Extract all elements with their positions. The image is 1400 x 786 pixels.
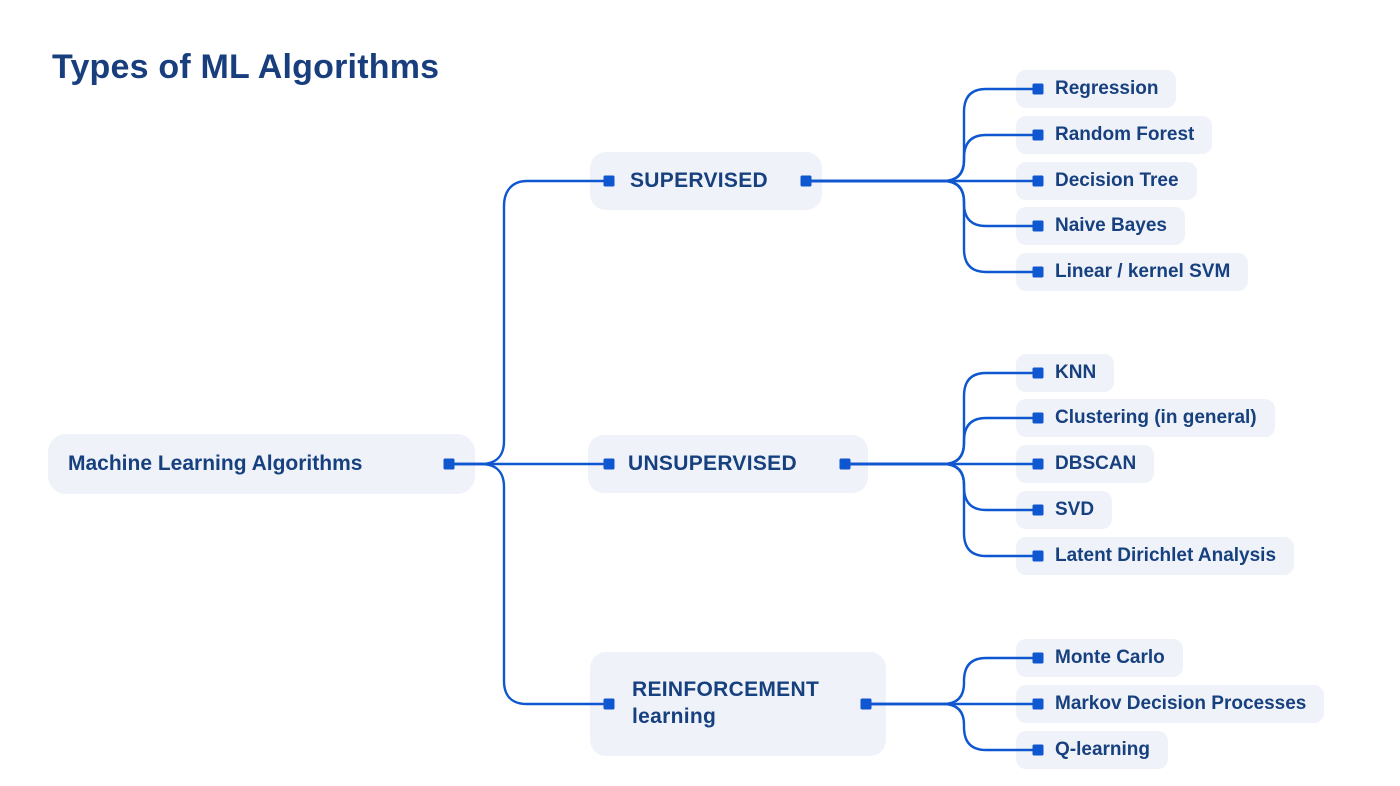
node-random-forest: Random Forest: [1016, 116, 1213, 154]
edge-supervised-linear-kernel-svm: [804, 179, 1040, 274]
node-naive-bayes: Naive Bayes: [1016, 207, 1185, 245]
node-latent-dirichlet-analysis: Latent Dirichlet Analysis: [1016, 537, 1295, 575]
node-supervised: SUPERVISED: [590, 152, 822, 210]
node-svd: SVD: [1016, 491, 1113, 529]
edges-reinforcement: [864, 656, 1040, 752]
node-linear-kernel-svm: Linear / kernel SVM: [1016, 253, 1249, 291]
node-unsupervised-label: UNSUPERVISED: [628, 452, 797, 475]
node-regression: Regression: [1016, 70, 1177, 108]
edges-root: [447, 179, 611, 706]
node-reinforcement-label-line2: learning: [632, 705, 717, 728]
edge-root-supervised: [447, 179, 611, 466]
node-knn: KNN: [1016, 354, 1115, 392]
edge-unsupervised-latent-dirichlet: [843, 462, 1040, 558]
edge-supervised-regression: [804, 87, 1040, 183]
edge-supervised-random-forest: [804, 133, 1040, 183]
node-q-learning: Q-learning: [1016, 731, 1169, 769]
edge-reinforcement-q-learning: [864, 702, 1040, 752]
edge-unsupervised-svd: [843, 462, 1040, 512]
node-clustering: Clustering (in general): [1016, 399, 1275, 437]
node-dbscan: DBSCAN: [1016, 445, 1155, 483]
edges-unsupervised: [843, 371, 1040, 558]
node-supervised-label: SUPERVISED: [630, 169, 768, 192]
edge-supervised-naive-bayes: [804, 179, 1040, 228]
node-reinforcement-learning: REINFORCEMENT learning: [590, 652, 886, 756]
diagram-title: Types of ML Algorithms: [52, 48, 440, 86]
edge-reinforcement-monte-carlo: [864, 656, 1040, 706]
node-root-label: Machine Learning Algorithms: [68, 452, 363, 475]
node-unsupervised: UNSUPERVISED: [588, 435, 868, 493]
edges-supervised: [804, 87, 1040, 274]
node-root: Machine Learning Algorithms: [48, 434, 475, 494]
node-reinforcement-label-line1: REINFORCEMENT: [632, 678, 820, 702]
edge-unsupervised-knn: [843, 371, 1040, 466]
edge-unsupervised-clustering: [843, 416, 1040, 466]
node-monte-carlo: Monte Carlo: [1016, 639, 1183, 677]
edge-root-reinforcement: [447, 462, 611, 706]
node-markov-decision-processes: Markov Decision Processes: [1016, 685, 1325, 723]
node-decision-tree: Decision Tree: [1016, 162, 1197, 200]
